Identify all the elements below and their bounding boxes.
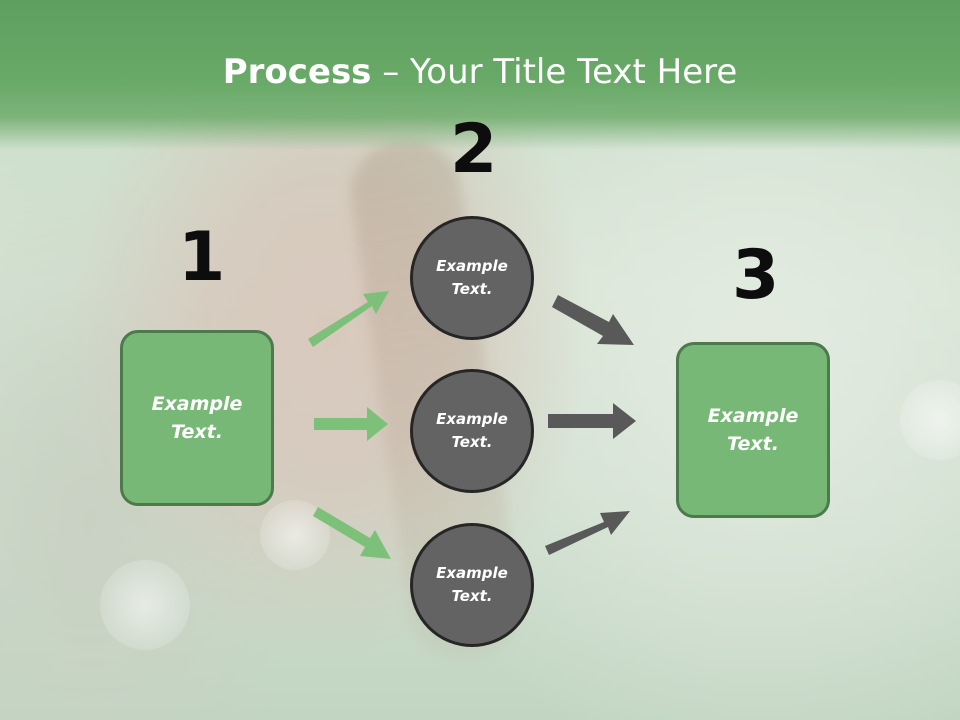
step-number-1: 1 xyxy=(178,218,226,297)
step-2-circle-top: Example Text. xyxy=(410,216,534,340)
step-3-box: Example Text. xyxy=(676,342,830,518)
step-2-circle-middle: Example Text. xyxy=(410,369,534,493)
arrow-green-right xyxy=(314,407,388,441)
step-3-text: Example Text. xyxy=(707,404,799,456)
circle-middle-text: Example Text. xyxy=(436,409,508,451)
step-number-2: 2 xyxy=(450,110,498,189)
title-rest: – Your Title Text Here xyxy=(371,52,738,92)
step-number-3: 3 xyxy=(732,236,780,315)
circle-bottom-text: Example Text. xyxy=(436,563,508,605)
arrow-gray-down xyxy=(552,295,634,345)
step-2-circle-bottom: Example Text. xyxy=(410,523,534,647)
background-bokeh xyxy=(100,560,190,650)
arrow-gray-right xyxy=(548,403,636,439)
step-1-box: Example Text. xyxy=(120,330,274,506)
step-1-text: Example Text. xyxy=(151,392,243,444)
page-title: Process – Your Title Text Here xyxy=(0,52,960,92)
title-banner xyxy=(0,0,960,150)
background-bokeh xyxy=(900,380,960,460)
title-bold: Process xyxy=(222,52,372,92)
arrow-green-up xyxy=(308,291,389,347)
arrow-gray-up xyxy=(545,511,630,555)
circle-top-text: Example Text. xyxy=(436,256,508,298)
arrow-green-down xyxy=(313,507,391,559)
